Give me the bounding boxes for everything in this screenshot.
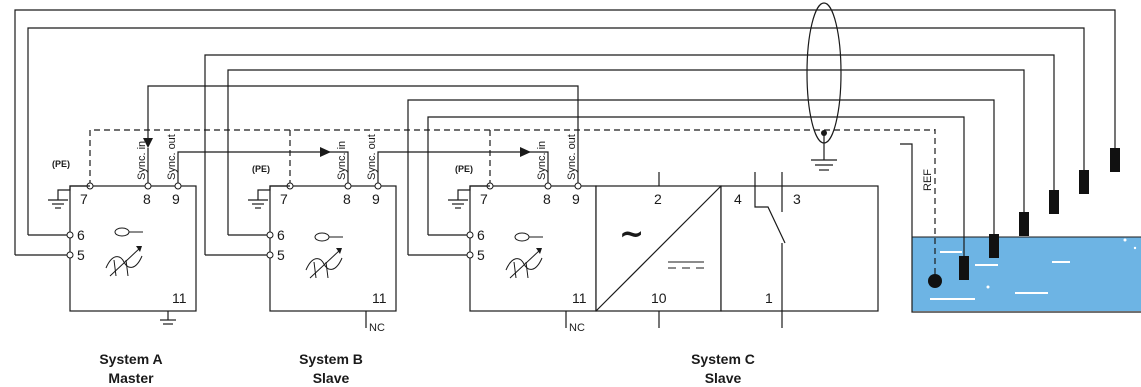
captions: System A Master System B Slave System C … — [99, 351, 755, 386]
terminal-11: 11 — [572, 290, 587, 306]
probe — [989, 234, 999, 258]
system-b-unit: 7 8 9 6 5 11 Sync. in Sync. out (PE) NC — [248, 134, 397, 334]
terminal-5: 5 — [277, 247, 285, 263]
system-c-unit: 7 8 9 6 5 11 Sync. in Sync. out (PE) NC … — [448, 134, 879, 334]
nc-label: NC — [369, 322, 385, 334]
system-b-role: Slave — [313, 370, 350, 386]
terminal-7: 7 — [80, 191, 88, 207]
probe — [1110, 148, 1120, 172]
terminal-2: 2 — [654, 191, 662, 207]
system-c-name: System C — [691, 351, 755, 367]
terminal-9: 9 — [572, 191, 580, 207]
sync-out-label: Sync. out — [366, 134, 378, 180]
sync-out-label: Sync. out — [566, 134, 578, 180]
sync-in-label: Sync. in — [336, 141, 348, 180]
probes — [959, 148, 1120, 280]
sensor-icon — [505, 232, 543, 279]
ac-symbol: ~ — [619, 217, 644, 252]
system-a-box — [69, 185, 197, 312]
system-c-relay-box — [720, 185, 879, 312]
system-b-box — [269, 185, 397, 312]
terminal-9: 9 — [172, 191, 180, 207]
system-a-name: System A — [99, 351, 162, 367]
shield-ellipse — [806, 2, 842, 144]
terminal-6: 6 — [77, 227, 85, 243]
probe — [1019, 212, 1029, 236]
terminal-4: 4 — [734, 191, 742, 207]
terminal-11: 11 — [172, 290, 187, 306]
terminal-7: 7 — [280, 191, 288, 207]
terminal-10: 10 — [651, 290, 667, 306]
sync-wires — [143, 85, 579, 186]
sensor-icon — [105, 227, 143, 277]
probe — [959, 256, 969, 280]
system-c-sensor-box — [469, 185, 597, 312]
bubble — [1123, 238, 1127, 242]
pe-label: (PE) — [455, 164, 473, 174]
reference-electrode — [928, 274, 942, 288]
probe — [1079, 170, 1089, 194]
terminal-1: 1 — [765, 290, 773, 306]
sync-arrow — [320, 147, 331, 157]
system-a-unit: 7 8 9 6 5 11 Sync. in Sync. out (PE) — [48, 134, 197, 325]
terminal-8: 8 — [143, 191, 151, 207]
tank-wall — [900, 143, 1141, 313]
sync-out-label: Sync. out — [166, 134, 178, 180]
terminal-8: 8 — [543, 191, 551, 207]
bubble — [1133, 246, 1137, 250]
system-a-role: Master — [108, 370, 154, 386]
pe-label: (PE) — [252, 164, 270, 174]
ref-label: REF — [922, 169, 934, 191]
pe-label: (PE) — [52, 159, 70, 169]
sync-in-label: Sync. in — [136, 141, 148, 180]
pe-bus — [89, 129, 935, 186]
ac-dc-converter-icon: ~ — [595, 185, 722, 312]
relay-contact-icon — [754, 172, 786, 311]
nc-label: NC — [569, 322, 585, 334]
terminal-11: 11 — [372, 290, 387, 306]
sync-arrow — [143, 138, 153, 148]
probe — [1049, 190, 1059, 214]
terminal-6: 6 — [477, 227, 485, 243]
tank: REF — [900, 129, 1141, 313]
cable-shield — [806, 2, 842, 171]
terminal-9: 9 — [372, 191, 380, 207]
sensor-icon — [305, 232, 343, 279]
terminal-7: 7 — [480, 191, 488, 207]
terminal-6: 6 — [277, 227, 285, 243]
terminal-3: 3 — [793, 191, 801, 207]
terminal-5: 5 — [77, 247, 85, 263]
terminal-8: 8 — [343, 191, 351, 207]
system-c-role: Slave — [705, 370, 742, 386]
terminal-5: 5 — [477, 247, 485, 263]
system-b-name: System B — [299, 351, 363, 367]
sync-in-label: Sync. in — [536, 141, 548, 180]
bubble — [986, 285, 990, 289]
sync-arrow — [520, 147, 531, 157]
